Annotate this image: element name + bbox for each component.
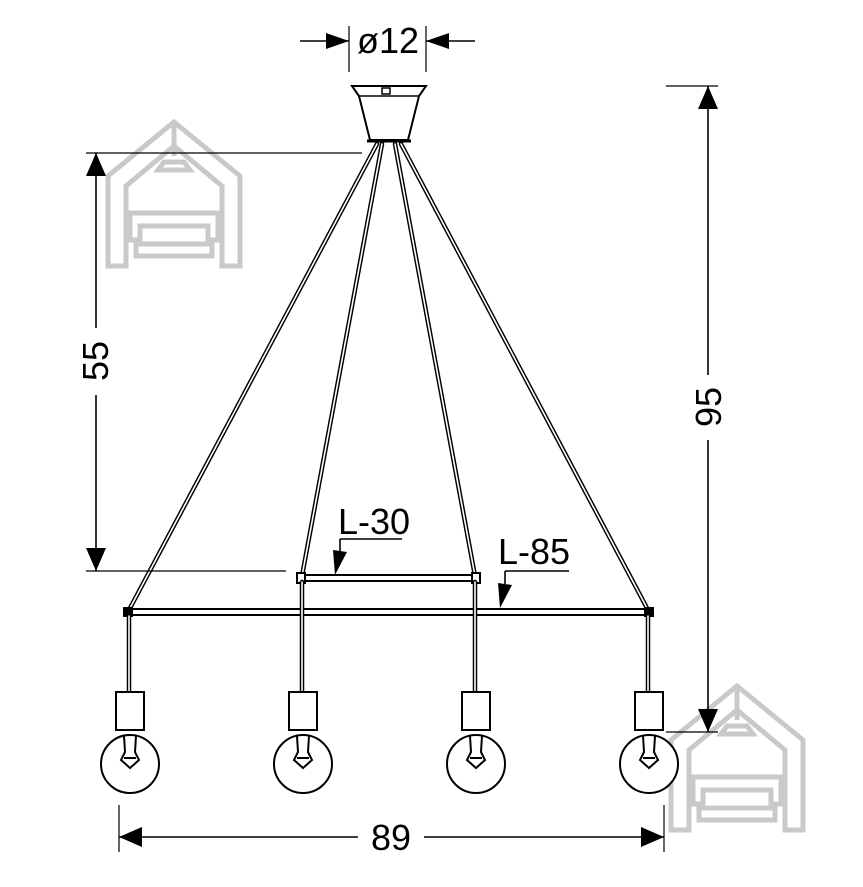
lamp-1	[100, 691, 160, 794]
long-bar	[123, 607, 654, 617]
arrowhead-icon	[426, 33, 449, 49]
arrowhead-icon	[698, 86, 718, 109]
total-height-dimension: 95	[666, 85, 729, 733]
bulb-icon	[619, 734, 679, 794]
arrowhead-icon	[498, 583, 512, 608]
short-bar	[296, 572, 481, 584]
arrowhead-icon	[326, 33, 349, 49]
arrowhead-icon	[86, 548, 106, 571]
upper-height-label: 55	[75, 341, 116, 381]
bulb-icon	[100, 734, 160, 794]
suspension-wires	[126, 141, 651, 613]
short-bar-length-callout: L-30	[333, 501, 410, 575]
short-bar-length-label: L-30	[338, 501, 410, 542]
long-bar-length-label: L-85	[498, 531, 570, 572]
ceiling-canopy	[350, 85, 428, 143]
drop-cords	[126, 579, 651, 695]
canopy-diameter-label: ø12	[357, 20, 419, 61]
bulb-icon	[273, 734, 333, 794]
watermark-logo-bottom-right-icon	[668, 682, 806, 833]
watermark-logo-top-left-icon	[105, 118, 243, 269]
arrowhead-icon	[698, 709, 718, 732]
arrowhead-icon	[119, 827, 142, 847]
arrowhead-icon	[641, 827, 664, 847]
lamp-3	[446, 691, 506, 794]
arrowhead-icon	[86, 153, 106, 176]
long-bar-length-callout: L-85	[498, 531, 570, 608]
total-height-label: 95	[688, 387, 729, 427]
canopy-diameter-dimension: ø12	[300, 20, 475, 72]
lamp-2	[273, 691, 333, 794]
total-width-dimension: 89	[118, 805, 665, 858]
lamp-4	[619, 691, 679, 794]
arrowhead-icon	[333, 550, 347, 575]
bulb-icon	[446, 734, 506, 794]
total-width-label: 89	[371, 817, 411, 858]
upper-height-dimension: 55	[75, 152, 362, 572]
